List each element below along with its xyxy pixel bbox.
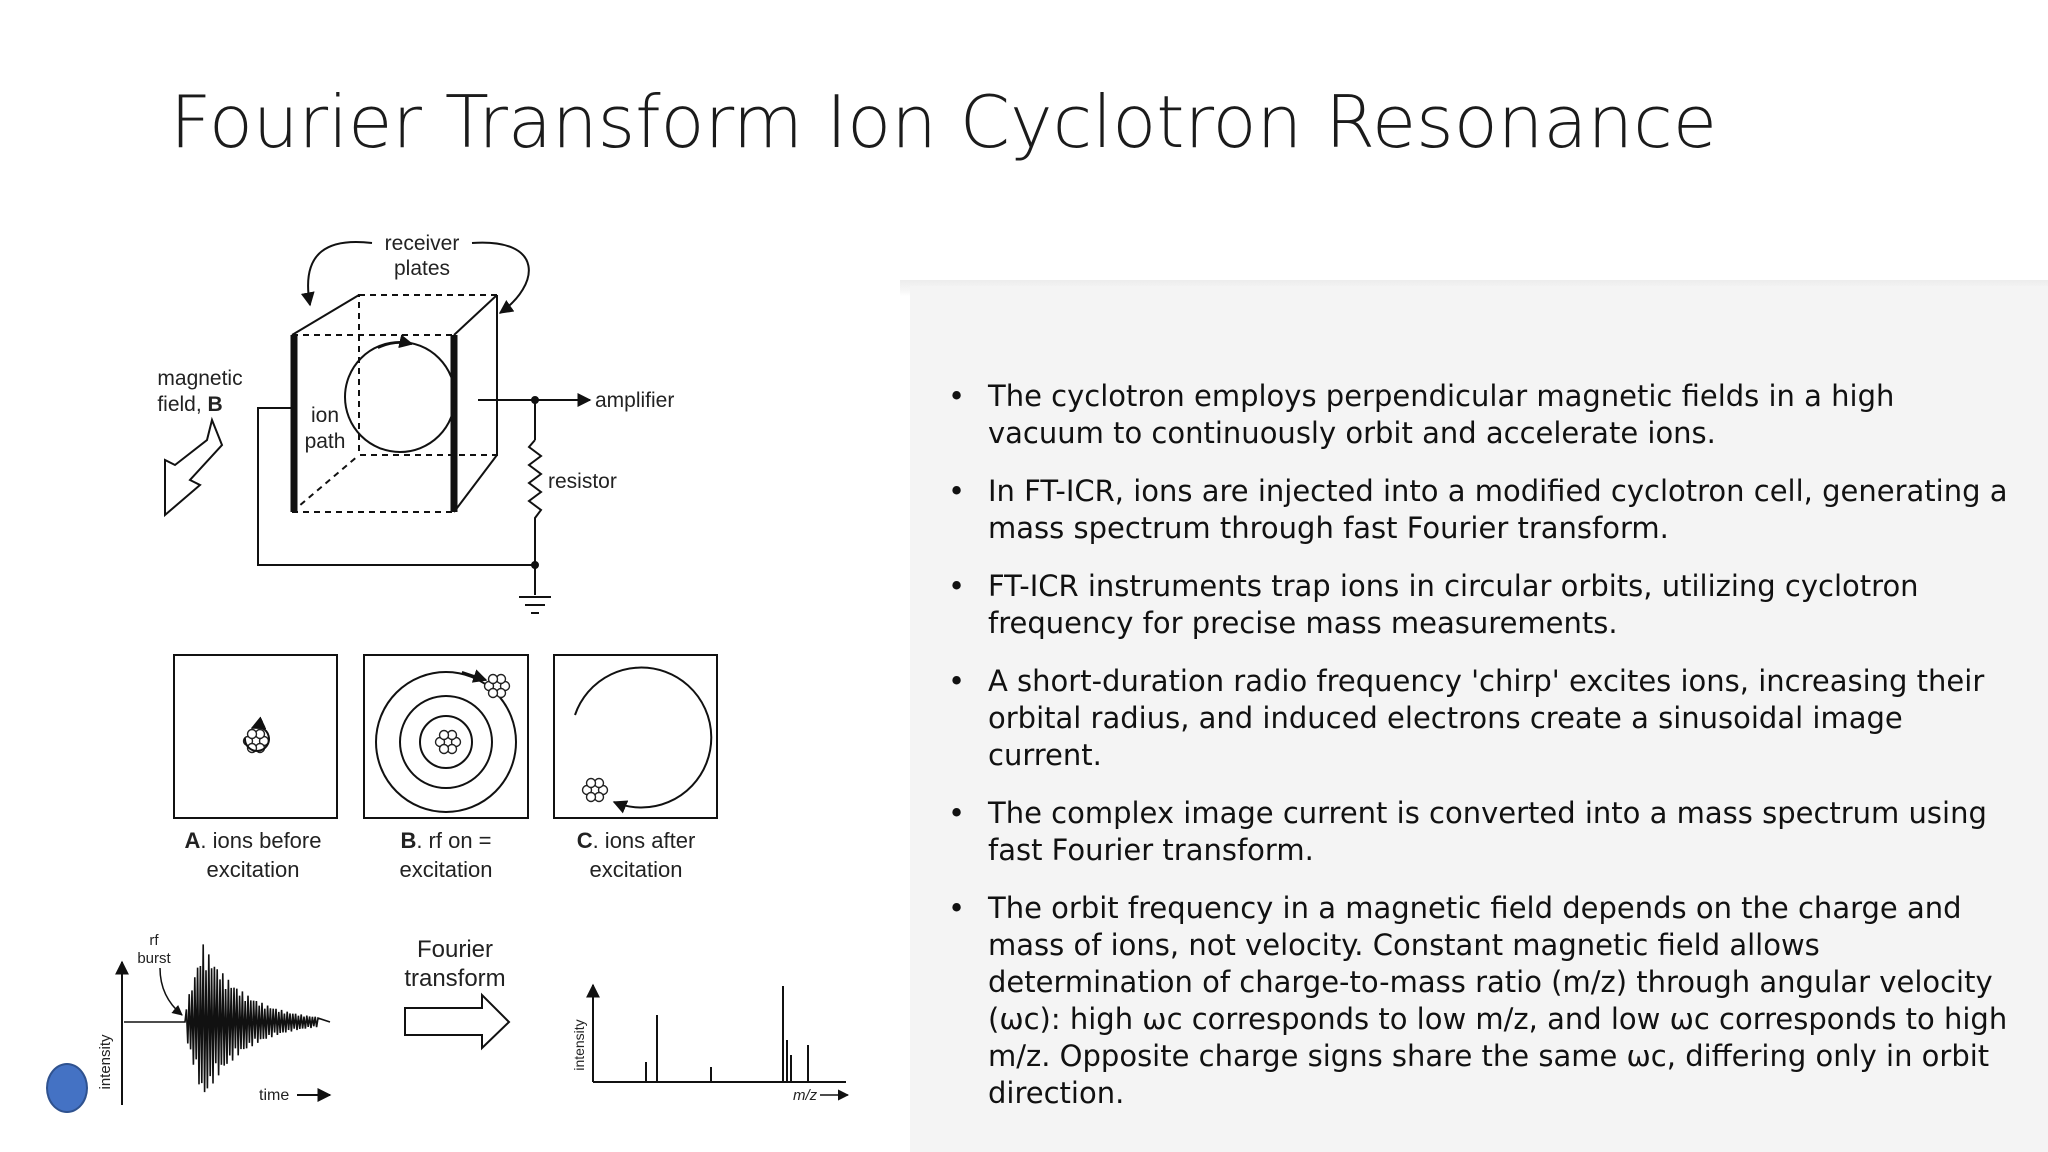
panel-c-caption-1: C. ions after <box>577 828 696 853</box>
bullet-dot: • <box>948 379 966 413</box>
spectrum-x-label: m/z <box>793 1087 818 1104</box>
panel-b-caption-1: B. rf on = <box>400 828 491 853</box>
orbit-arrow <box>461 669 488 683</box>
time-signal-plot: intensity rf burst time <box>97 932 332 1105</box>
slide-title: Fourier Transform Ion Cyclotron Resonanc… <box>170 80 1718 164</box>
receiver-callout-left <box>300 241 373 307</box>
ion-label-2: path <box>305 430 346 453</box>
ground-symbol <box>519 596 551 614</box>
bullet-dot: • <box>948 796 966 830</box>
receiver-label-1: receiver <box>385 232 460 255</box>
bullet-item: • The complex image current is converted … <box>948 795 2008 869</box>
magnetic-label-1: magnetic <box>157 367 242 390</box>
bullet-dot: • <box>948 664 966 698</box>
signal-y-label: intensity <box>97 1034 114 1090</box>
magnetic-field-arrow <box>164 416 224 518</box>
bullet-item: • In FT-ICR, ions are injected into a mod… <box>948 473 2008 547</box>
receiver-label-2: plates <box>394 257 450 280</box>
ft-icr-diagram: receiver plates magnetic field, B ion pa… <box>97 232 850 1105</box>
bullet-item: • The orbit frequency in a magnetic field… <box>948 890 2008 1112</box>
ion-label-1: ion <box>311 404 339 427</box>
resistor-zigzag <box>527 439 543 595</box>
panel-b: B. rf on = excitation <box>363 654 529 882</box>
circuit-wire <box>478 399 536 440</box>
rf-pointer <box>159 967 183 1016</box>
rf-label-2: burst <box>137 950 171 967</box>
cell-edge <box>291 454 360 513</box>
fourier-label-1: Fourier <box>417 936 493 963</box>
bullet-text: The complex image current is converted i… <box>988 796 1987 867</box>
receiver-callout-right <box>471 241 530 314</box>
bullet-list: • The cyclotron employs perpendicular mag… <box>948 378 2008 1133</box>
circuit-wire <box>257 407 535 566</box>
panel-b-letter: B <box>400 828 416 853</box>
slide-marker-badge <box>46 1063 88 1113</box>
bullet-text: FT-ICR instruments trap ions in circular… <box>988 569 1919 640</box>
orbit-ring <box>419 715 473 769</box>
orbit-arrow <box>574 666 713 814</box>
ion-path-circle <box>344 341 456 453</box>
panel-c: C. ions after excitation <box>553 654 718 882</box>
rf-label-1: rf <box>149 932 159 949</box>
cell-edge <box>291 294 360 336</box>
bullet-text: A short-duration radio frequency 'chirp'… <box>988 664 1985 772</box>
bullet-item: • A short-duration radio frequency 'chirp… <box>948 663 2008 774</box>
bullet-item: • The cyclotron employs perpendicular mag… <box>948 378 2008 452</box>
bullet-text: The orbit frequency in a magnetic field … <box>988 891 2008 1110</box>
transform-arrow-icon <box>404 992 511 1051</box>
resistor-label: resistor <box>548 470 617 493</box>
spectrum-peaks <box>645 986 809 1082</box>
icr-cell <box>164 241 592 614</box>
panel-a: A. ions before excitation <box>173 654 338 882</box>
ion-cluster-icon <box>581 777 609 803</box>
magnetic-label-symbol: B <box>208 393 223 416</box>
bullet-item: • FT-ICR instruments trap ions in circula… <box>948 568 2008 642</box>
bullet-dot: • <box>948 569 966 603</box>
mass-spectrum-plot: intensity m/z <box>571 983 850 1104</box>
panel-b-text: . rf on = <box>416 828 491 853</box>
bullet-text: The cyclotron employs perpendicular magn… <box>988 379 1895 450</box>
cell-back-face <box>358 294 498 456</box>
panel-c-frame <box>553 654 718 819</box>
panel-b-caption-2: excitation <box>400 857 493 882</box>
ion-cluster-icon <box>434 729 462 755</box>
orbit-ring <box>399 695 493 789</box>
panel-c-caption-2: excitation <box>590 857 683 882</box>
orbit-ring <box>375 671 517 813</box>
amplifier-label: amplifier <box>595 389 674 412</box>
panel-c-text: . ions after <box>593 828 696 853</box>
ion-rotation-arrow <box>243 716 270 752</box>
magnetic-label-text: field, <box>157 393 207 416</box>
magnetic-label-2: field, B <box>157 393 222 416</box>
content-panel <box>910 286 2048 1152</box>
panel-a-frame <box>173 654 338 819</box>
junction-dot <box>531 561 539 569</box>
junction-dot <box>531 396 539 404</box>
spectrum-y-label: intensity <box>571 1019 587 1070</box>
fourier-transform: Fourier transform <box>404 936 511 1051</box>
ion-cluster-icon <box>483 673 511 699</box>
bullet-dot: • <box>948 891 966 925</box>
cell-edge <box>453 294 498 336</box>
panel-a-letter: A <box>185 828 201 853</box>
fourier-label-2: transform <box>404 965 505 992</box>
ion-path-arrow <box>377 334 414 349</box>
panel-a-caption-1: A. ions before <box>185 828 322 853</box>
cell-edge <box>453 454 498 513</box>
panel-c-letter: C <box>577 828 593 853</box>
signal-x-label: time <box>259 1087 289 1104</box>
bullet-dot: • <box>948 474 966 508</box>
bullet-text: In FT-ICR, ions are injected into a modi… <box>988 474 2008 545</box>
panel-a-caption-2: excitation <box>207 857 300 882</box>
panel-a-text: . ions before <box>200 828 321 853</box>
signal-waveform <box>124 944 331 1093</box>
figure-background <box>0 230 900 1152</box>
panel-b-frame <box>363 654 529 819</box>
